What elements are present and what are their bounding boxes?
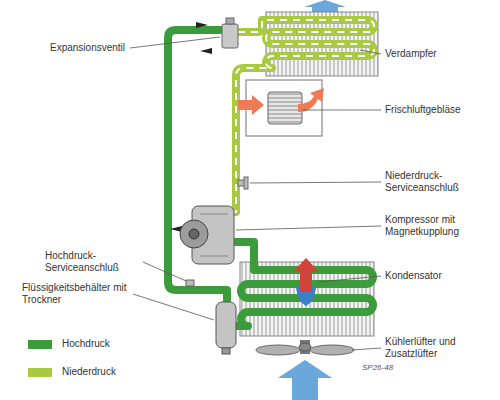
legend-text: Hochdruck bbox=[62, 338, 110, 350]
condenser-label: Kondensator bbox=[385, 270, 485, 282]
service-port bbox=[244, 177, 248, 189]
high-pressure-pipe bbox=[168, 30, 373, 326]
drawing-number: SP26-48 bbox=[362, 362, 422, 374]
legend-swatch bbox=[28, 368, 52, 377]
expansion-valve bbox=[226, 18, 234, 24]
expansion-valve bbox=[222, 24, 238, 48]
legend-swatch bbox=[28, 340, 52, 349]
legend-entry: Niederdruck bbox=[28, 366, 116, 378]
flow-arrow bbox=[200, 48, 212, 54]
receiver-drier bbox=[216, 302, 236, 348]
air-arrow bbox=[293, 258, 319, 292]
air-arrow bbox=[298, 88, 324, 112]
blower-label: Frischluftgebläse bbox=[385, 104, 493, 116]
blower-drum bbox=[268, 92, 302, 124]
legend-text: Niederdruck bbox=[62, 366, 116, 378]
evaporator-label: Verdampfer bbox=[385, 48, 485, 60]
service-port-label: Niederdruck-Serviceanschluß bbox=[385, 170, 480, 194]
magnetic-clutch bbox=[180, 220, 208, 248]
compressor-label: Kompressor mit Magnetkupplung bbox=[385, 214, 485, 238]
service-port bbox=[186, 280, 194, 286]
service-port-label: Hochdruck-Serviceanschluß bbox=[45, 250, 140, 274]
air-arrow bbox=[278, 360, 332, 400]
receiver-label: Flüssigkeitsbehälter mit Trockner bbox=[22, 282, 128, 306]
valve-label: Expansionsventil bbox=[50, 42, 140, 54]
fan-label: Kühlerlüfter und Zusatzlüfter bbox=[385, 336, 485, 360]
legend-entry: Hochdruck bbox=[28, 338, 110, 350]
leader-line bbox=[130, 37, 381, 350]
flow-arrow bbox=[196, 22, 208, 28]
radiator-fan bbox=[256, 340, 354, 355]
air-arrow bbox=[238, 95, 264, 115]
